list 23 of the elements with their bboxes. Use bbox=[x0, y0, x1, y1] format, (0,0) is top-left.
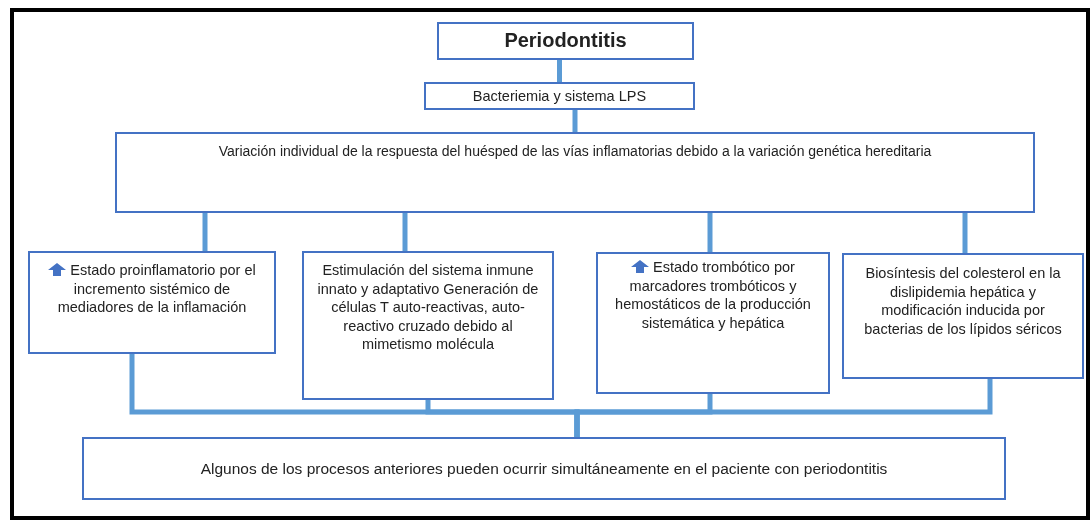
node-text: Estimulación del sistema inmune innato y adaptativo Generación de células T auto-reactivas, auto-reactivo cruzado debido al mimetismo molécula bbox=[316, 261, 540, 354]
connector-line bbox=[402, 213, 408, 251]
process-box bbox=[28, 251, 276, 354]
process-box bbox=[596, 252, 830, 394]
connector-line bbox=[707, 213, 713, 252]
process-box bbox=[82, 437, 1006, 500]
node-text: Biosíntesis del colesterol en la dislipidemia hepática y modificación inducida por bacterias de los lípidos séricos bbox=[863, 264, 1063, 339]
connector-line bbox=[962, 213, 968, 253]
process-box bbox=[437, 22, 694, 60]
connector-line bbox=[202, 213, 208, 251]
node-text: Estado trombótico por marcadores trombóticos y hemostáticos de la producción sistemática y hepática bbox=[614, 258, 812, 333]
connector-line bbox=[572, 110, 578, 132]
process-box bbox=[302, 251, 554, 400]
node-text: Algunos de los procesos anteriores pueden ocurrir simultáneamente en el paciente con periodontitis bbox=[200, 458, 888, 479]
node-text: Bacteriemia y sistema LPS bbox=[472, 86, 647, 106]
process-box bbox=[115, 132, 1035, 213]
connector-line bbox=[557, 60, 562, 82]
process-box bbox=[424, 82, 695, 110]
node-text: Periodontitis bbox=[504, 28, 627, 54]
process-box bbox=[842, 253, 1084, 379]
node-text: Estado proinflamatorio por el incremento sistémico de mediadores de la inflamación bbox=[38, 261, 266, 317]
connector-line bbox=[574, 379, 993, 437]
node-text: Variación individual de la respuesta del huésped de las vías inflamatorias debido a la variación genética hereditaria bbox=[218, 143, 932, 161]
